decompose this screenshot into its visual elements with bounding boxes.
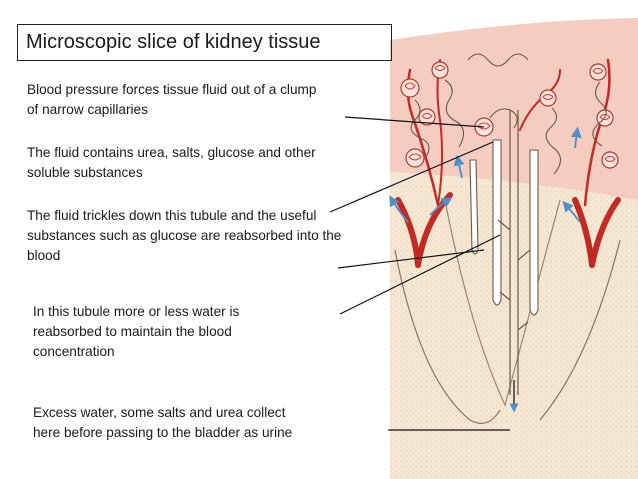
caption-line: reabsorbed to maintain the blood (33, 324, 232, 339)
center-pyramid-outline (444, 199, 561, 407)
tissue-section (390, 18, 638, 479)
pointer-line-capillaries (344, 116, 485, 128)
left-vessel-up2 (436, 59, 444, 206)
page-title: Microscopic slice of kidney tissue (17, 24, 392, 61)
caption-line: Excess water, some salts and urea collec… (33, 405, 286, 420)
convoluted-tubules (410, 53, 607, 175)
caption-line: In this tubule more or less water is (33, 304, 240, 319)
caption-line: here before passing to the bladder as ur… (33, 425, 293, 440)
glomerulus (418, 108, 436, 126)
capillary-tuft (404, 82, 416, 90)
caption-line: soluble substances (27, 165, 143, 180)
tubule (410, 99, 430, 159)
glomerulus (539, 89, 557, 107)
capillary-tuft (434, 65, 446, 71)
glomeruli (400, 61, 619, 169)
tubule (467, 53, 529, 67)
pyramid-outlines (394, 199, 621, 424)
caption-water-reabsorption: In this tubule more or less water is rea… (33, 302, 239, 362)
glomerulus (589, 63, 607, 81)
caption-line: substances such as glucose are reabsorbe… (27, 228, 342, 243)
capillary-tuft (604, 156, 616, 162)
flow-arrow (429, 197, 453, 216)
tubule (592, 81, 607, 147)
caption-capillaries: Blood pressure forces tissue fluid out o… (27, 80, 316, 120)
right-pyramid-outline (539, 239, 621, 421)
duct-branch (497, 219, 531, 331)
capillary-tuft (421, 113, 433, 119)
caption-line: Blood pressure forces tissue fluid out o… (27, 82, 317, 97)
tubule (545, 107, 562, 175)
collecting-duct (497, 110, 531, 395)
caption-reabsorption: The fluid trickles down this tubule and … (27, 206, 341, 266)
caption-urine: Excess water, some salts and urea collec… (33, 403, 292, 443)
flow-arrows (389, 126, 582, 223)
tubule (444, 79, 465, 148)
flow-arrow (570, 126, 582, 149)
capillary-tuft (592, 68, 604, 74)
capillary-tuft (408, 153, 422, 161)
glomerulus (400, 78, 420, 98)
left-pyramid-outline (394, 249, 501, 424)
caption-line: The fluid trickles down this tubule and … (27, 208, 317, 223)
caption-line: The fluid contains urea, salts, glucose … (27, 145, 316, 160)
pointer-line-water-tubule (339, 234, 501, 315)
cortex-region (390, 18, 638, 200)
pointer-lines (329, 116, 510, 431)
flow-arrow (562, 200, 581, 223)
caption-line: blood (27, 248, 61, 263)
loop-of-henle (529, 149, 539, 316)
loops-of-henle (469, 139, 539, 316)
pointer-line-tubule (337, 249, 485, 269)
caption-line: concentration (33, 344, 115, 359)
flow-arrow (453, 154, 465, 179)
glomerulus (405, 148, 425, 168)
glomerulus (601, 151, 619, 169)
caption-line: of narrow capillaries (27, 102, 148, 117)
capillary-tuft (542, 94, 554, 100)
flow-arrow (389, 195, 409, 223)
caption-fluid-contents: The fluid contains urea, salts, glucose … (27, 143, 316, 183)
pointer-line-fluid (329, 141, 494, 213)
right-vessel-branch (589, 197, 621, 268)
loop-of-henle (469, 159, 479, 255)
capillary-tuft (477, 122, 491, 130)
loop-of-henle (492, 139, 502, 306)
